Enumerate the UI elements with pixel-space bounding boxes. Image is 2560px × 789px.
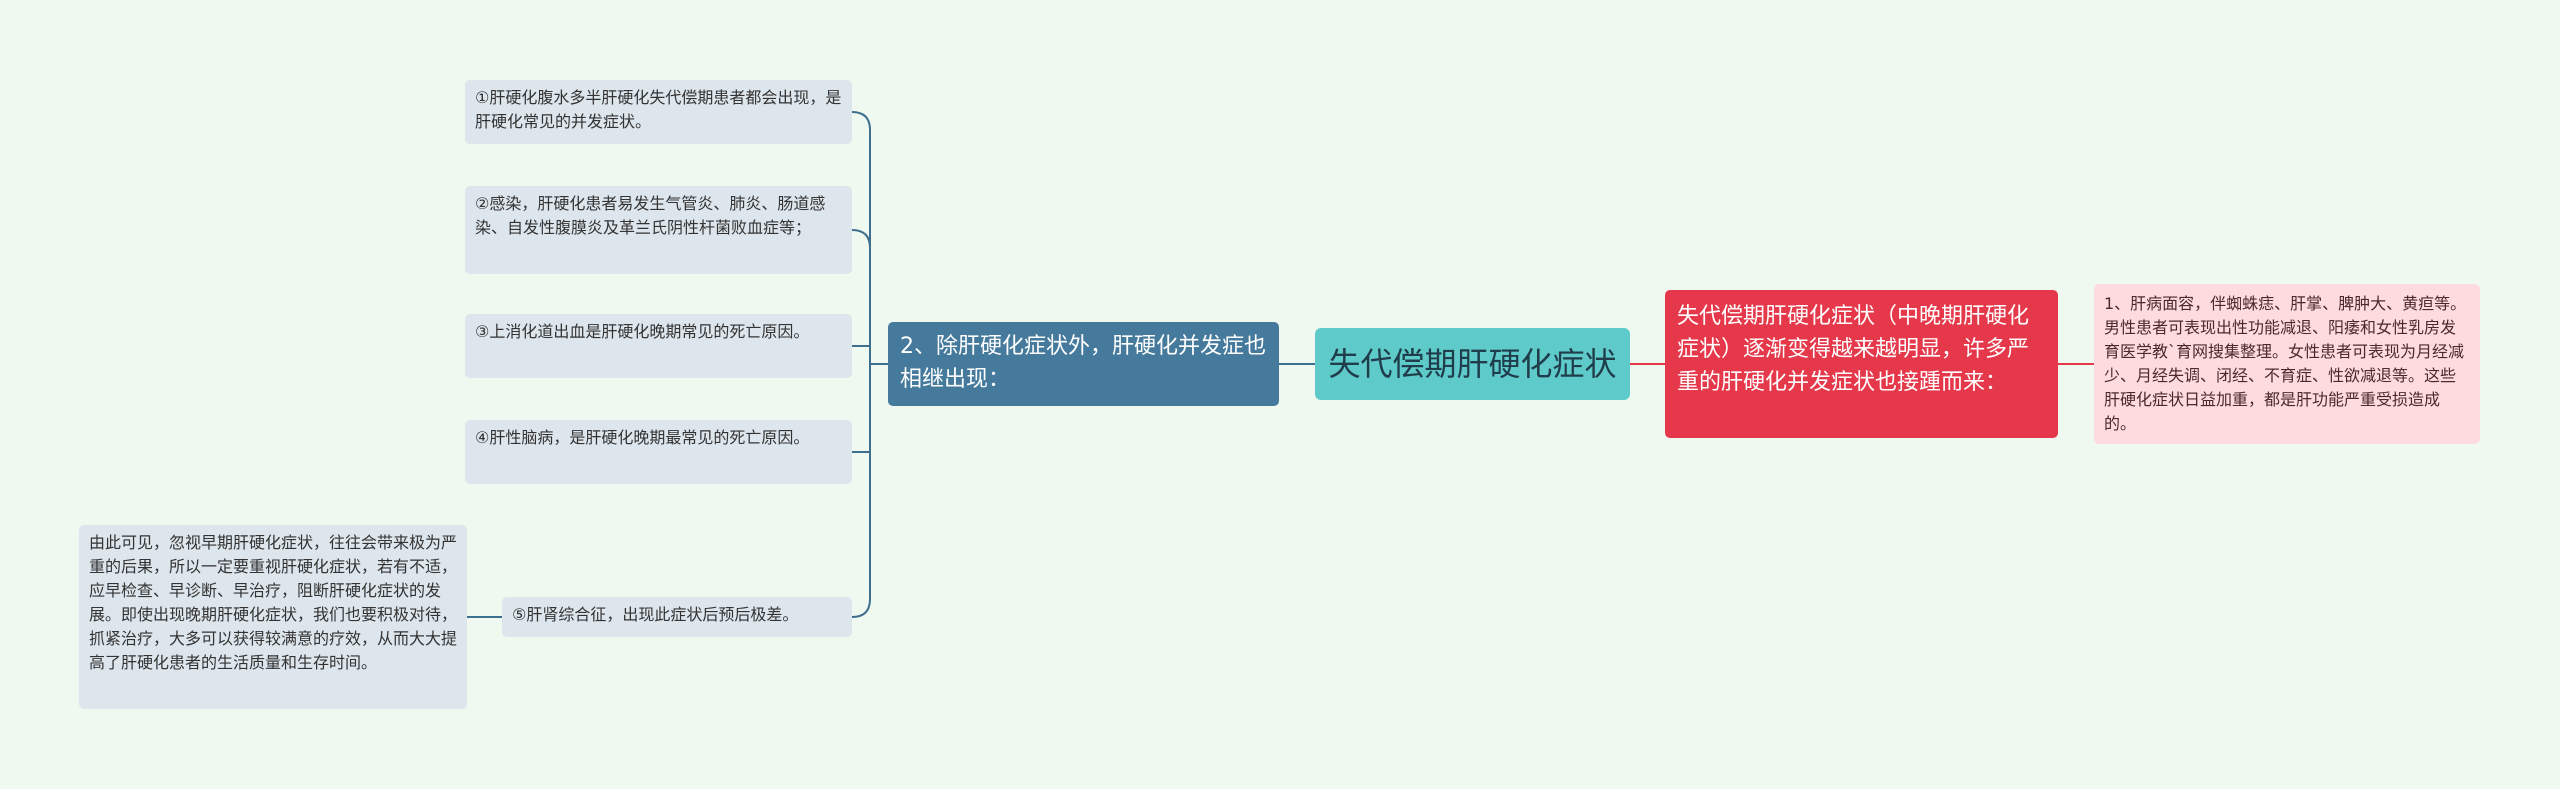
central-topic[interactable]: 失代偿期肝硬化症状: [1315, 328, 1630, 400]
central-topic-label: 失代偿期肝硬化症状: [1328, 345, 1617, 383]
left-leaf-3[interactable]: ③上消化道出血是肝硬化晚期常见的死亡原因。: [465, 314, 852, 378]
left-branch-label: 2、除肝硬化症状外，肝硬化并发症也相继出现：: [900, 334, 1266, 392]
left-leaf-1[interactable]: ①肝硬化腹水多半肝硬化失代偿期患者都会出现，是肝硬化常见的并发症状。: [465, 80, 852, 144]
left-leaf-3-label: ③上消化道出血是肝硬化晚期常见的死亡原因。: [475, 322, 810, 341]
right-leaf-label: 1、肝病面容，伴蜘蛛痣、肝掌、脾肿大、黄疸等。男性患者可表现出性功能减退、阳痿和…: [2104, 294, 2467, 433]
left-leaf-5[interactable]: ⑤肝肾综合征，出现此症状后预后极差。: [502, 597, 852, 637]
right-branch-label: 失代偿期肝硬化症状（中晚期肝硬化症状）逐渐变得越来越明显，许多严重的肝硬化并发症…: [1677, 304, 2030, 395]
left-leaf-2-label: ②感染，肝硬化患者易发生气管炎、肺炎、肠道感染、自发性腹膜炎及革兰氏阴性杆菌败血…: [475, 194, 826, 237]
left-leaf-4[interactable]: ④肝性脑病，是肝硬化晚期最常见的死亡原因。: [465, 420, 852, 484]
link-leaf-5: [851, 364, 871, 618]
left-leaf-4-label: ④肝性脑病，是肝硬化晚期最常见的死亡原因。: [475, 428, 810, 447]
left-leaf-2[interactable]: ②感染，肝硬化患者易发生气管炎、肺炎、肠道感染、自发性腹膜炎及革兰氏阴性杆菌败血…: [465, 186, 852, 274]
far-left-note[interactable]: 由此可见，忽视早期肝硬化症状，往往会带来极为严重的后果，所以一定要重视肝硬化症状…: [79, 525, 467, 709]
right-leaf[interactable]: 1、肝病面容，伴蜘蛛痣、肝掌、脾肿大、黄疸等。男性患者可表现出性功能减退、阳痿和…: [2094, 284, 2480, 444]
far-left-note-label: 由此可见，忽视早期肝硬化症状，往往会带来极为严重的后果，所以一定要重视肝硬化症状…: [89, 533, 458, 672]
left-branch-topic[interactable]: 2、除肝硬化症状外，肝硬化并发症也相继出现：: [888, 322, 1279, 406]
link-leaf-2: [851, 229, 871, 249]
left-leaf-5-label: ⑤肝肾综合征，出现此症状后预后极差。: [512, 605, 799, 624]
left-leaf-1-label: ①肝硬化腹水多半肝硬化失代偿期患者都会出现，是肝硬化常见的并发症状。: [475, 88, 842, 131]
right-branch-topic[interactable]: 失代偿期肝硬化症状（中晚期肝硬化症状）逐渐变得越来越明显，许多严重的肝硬化并发症…: [1665, 290, 2058, 438]
link-leaf-1: [851, 111, 871, 364]
